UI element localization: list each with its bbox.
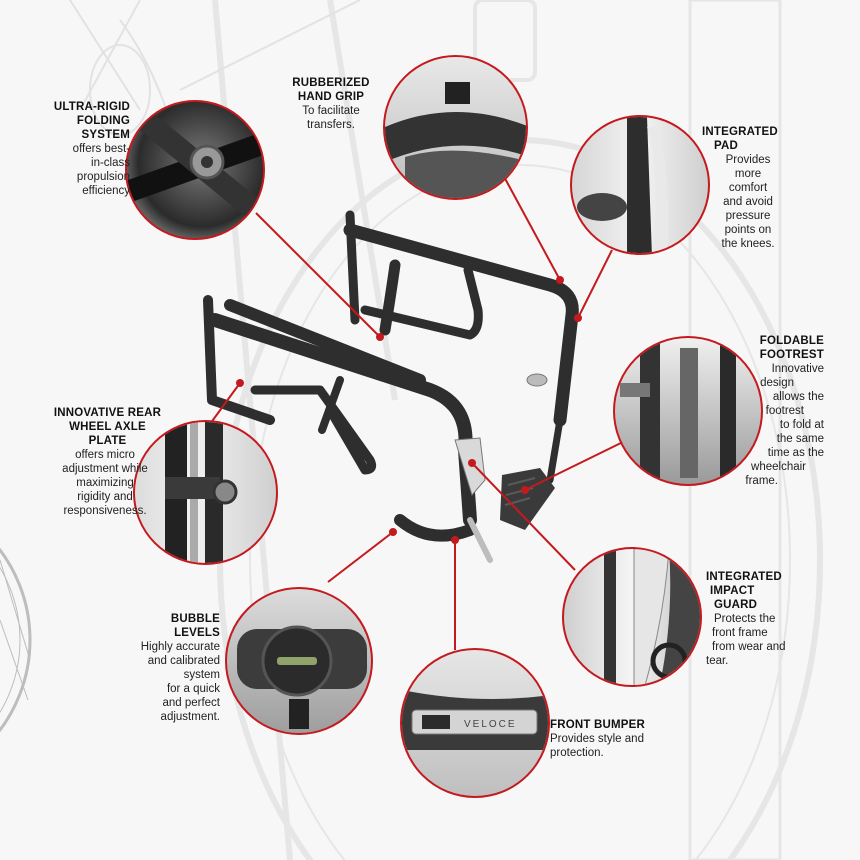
impact-guard-icon xyxy=(604,549,700,685)
callout-desc: to fold at xyxy=(779,419,824,431)
callout-desc: system xyxy=(183,669,220,681)
callout-desc: design xyxy=(760,377,794,389)
callout-desc: the same xyxy=(776,433,824,445)
carbon-joint-icon xyxy=(127,111,263,223)
callout-desc: offers best- xyxy=(72,143,130,155)
hand-grip-icon xyxy=(385,82,526,198)
callout-title: INTEGRATED xyxy=(706,571,782,583)
detail-integrated-pad xyxy=(570,115,710,255)
callout-desc: maximizing xyxy=(76,477,134,489)
bubble-level-icon xyxy=(237,625,367,729)
callout-title: LEVELS xyxy=(174,627,220,639)
callout-front-bumper: FRONT BUMPER Provides style and protecti… xyxy=(550,718,680,760)
callout-desc: the knees. xyxy=(721,238,775,250)
front-bumper-icon: VELOCE xyxy=(402,690,548,750)
callout-desc: comfort xyxy=(728,182,768,194)
callout-desc: Provides style and xyxy=(550,733,644,745)
callout-title: PLATE xyxy=(88,435,127,447)
callout-title: HAND GRIP xyxy=(297,91,365,103)
callout-desc: for a quick xyxy=(166,683,220,695)
callout-desc: rigidity and xyxy=(77,491,133,503)
callout-title: ULTRA-RIGID xyxy=(53,101,130,113)
footrest-mechanism-icon xyxy=(620,338,736,484)
callout-desc: efficiency xyxy=(82,185,130,197)
callout-desc: propulsion xyxy=(76,171,130,183)
callout-integrated-pad: INTEGRATED PAD Provides more comfort and… xyxy=(702,125,802,251)
callout-title: INNOVATIVE REAR xyxy=(53,407,162,419)
callout-desc: and perfect xyxy=(162,697,220,709)
knee-pad-icon xyxy=(577,117,669,253)
callout-title: SYSTEM xyxy=(81,129,130,141)
callout-foldable-footrest: FOLDABLE FOOTREST Innovative design allo… xyxy=(718,334,824,488)
callout-desc: adjustment while xyxy=(62,463,148,475)
callout-title: FOOTREST xyxy=(759,349,824,361)
callout-title: INTEGRATED xyxy=(702,126,778,138)
callout-title: PAD xyxy=(714,140,739,152)
callout-desc: tear. xyxy=(706,655,729,667)
callout-integrated-impact-guard: INTEGRATED IMPACT GUARD Protects the fro… xyxy=(706,570,811,668)
callout-desc: Highly accurate xyxy=(140,641,220,653)
callout-desc: frame. xyxy=(745,475,778,487)
detail-foldable-footrest xyxy=(613,336,763,486)
callout-desc: transfers. xyxy=(307,119,355,131)
callout-title: IMPACT xyxy=(710,585,755,597)
callout-ultra-rigid-folding-system: ULTRA-RIGID FOLDING SYSTEM offers best- … xyxy=(40,100,130,198)
detail-folding-system xyxy=(125,100,265,240)
callout-desc: Innovative xyxy=(771,363,824,375)
callout-rear-wheel-axle-plate: INNOVATIVE REAR WHEEL AXLE PLATE offers … xyxy=(40,406,175,518)
callout-desc: wheelchair xyxy=(751,461,806,473)
callout-title: BUBBLE xyxy=(170,613,220,625)
callout-title: RUBBERIZED xyxy=(292,77,370,89)
callout-desc: responsiveness. xyxy=(63,505,147,517)
callout-bubble-levels: BUBBLE LEVELS Highly accurate and calibr… xyxy=(105,612,220,724)
callout-desc: and avoid xyxy=(723,196,773,208)
callout-desc: from wear and xyxy=(712,641,786,653)
callout-desc: adjustment. xyxy=(160,711,220,723)
callout-desc: Provides xyxy=(725,154,771,166)
detail-rear-axle-plate xyxy=(133,420,278,565)
callout-desc: Protects the xyxy=(714,613,776,625)
detail-hand-grip xyxy=(383,55,528,200)
callout-desc: protection. xyxy=(550,747,604,759)
callout-title: FOLDING xyxy=(76,115,130,127)
detail-front-bumper: VELOCE xyxy=(400,648,550,798)
callout-desc: offers micro xyxy=(75,449,135,461)
callout-desc: allows the xyxy=(772,391,824,403)
callout-desc: time as the xyxy=(767,447,824,459)
callout-title: GUARD xyxy=(714,599,758,611)
callout-desc: and calibrated xyxy=(147,655,220,667)
callout-title: WHEEL AXLE xyxy=(69,421,146,433)
bumper-brand-text: VELOCE xyxy=(464,719,517,730)
callout-desc: more xyxy=(734,168,762,180)
callout-desc: pressure xyxy=(725,210,771,222)
axle-plate-icon xyxy=(165,422,238,563)
callout-title: FRONT BUMPER xyxy=(550,719,646,731)
callout-title: FOLDABLE xyxy=(759,335,824,347)
callout-desc: in-class xyxy=(91,157,130,169)
callout-desc: points on xyxy=(724,224,772,236)
detail-impact-guard xyxy=(562,547,702,687)
callout-desc: front frame xyxy=(712,627,768,639)
callout-rubberized-hand-grip: RUBBERIZED HAND GRIP To facilitate trans… xyxy=(282,76,380,132)
callout-desc: footrest xyxy=(765,405,804,417)
detail-bubble-levels xyxy=(225,587,373,735)
callout-desc: To facilitate xyxy=(302,105,360,117)
